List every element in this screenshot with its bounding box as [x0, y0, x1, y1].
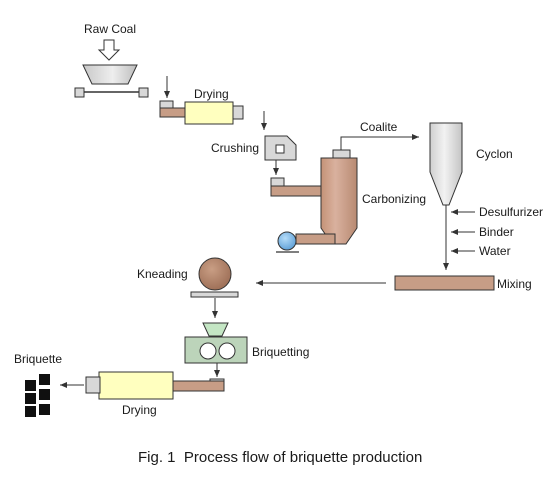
carbonizer-top-cap — [332, 149, 351, 159]
mixing-unit: Mixing — [256, 275, 532, 291]
coalite-label: Coalite — [360, 120, 398, 134]
drying-top-outlet — [232, 105, 244, 120]
drying-unit-top: Drying — [159, 76, 244, 125]
cyclone-body — [429, 122, 463, 206]
carbonizer-feed-pipe — [270, 185, 323, 197]
pump-icon — [277, 231, 297, 251]
briquetting-label: Briquetting — [252, 345, 309, 359]
coalite-line: Coalite — [340, 120, 419, 150]
carbonizing-unit: Carbonizing — [270, 149, 426, 253]
figure-caption: Fig. 1 Process flow of briquette product… — [138, 449, 422, 466]
kneader-base — [190, 291, 239, 298]
drying-bottom-outlet — [85, 376, 101, 394]
desulfurizer-label: Desulfurizer — [479, 205, 543, 219]
briquetter-roll-right — [218, 342, 236, 360]
drying-unit-bottom: Drying — [60, 371, 225, 417]
briquette-product: Briquette — [14, 352, 62, 417]
drying-top-drum — [184, 101, 234, 125]
briquetting-unit: Briquetting — [184, 322, 309, 377]
cyclone-unit: Cyclon — [429, 122, 513, 270]
carbonizing-label: Carbonizing — [362, 192, 426, 206]
kneader-drum — [198, 257, 232, 291]
drying-top-label: Drying — [194, 87, 229, 101]
carbonizer-bottom-pipe — [295, 233, 336, 245]
carbonizer-column — [320, 157, 358, 245]
drying-top-feed-pipe — [159, 107, 187, 118]
mixing-label: Mixing — [497, 277, 532, 291]
briquette-label: Briquette — [14, 352, 62, 366]
drying-bottom-drum — [98, 371, 174, 400]
raw-coal-down-arrow-icon — [97, 39, 121, 61]
mixing-trough — [394, 275, 495, 291]
additives: Desulfurizer Binder Water — [451, 205, 543, 258]
coalite-arrow — [340, 134, 419, 150]
briquetter-hopper — [202, 322, 229, 337]
kneading-label: Kneading — [137, 267, 188, 281]
water-label: Water — [479, 244, 511, 258]
raw-coal-label: Raw Coal — [84, 22, 136, 36]
drying-bottom-label: Drying — [122, 403, 157, 417]
raw-coal-feed: Raw Coal — [74, 22, 149, 98]
drying-bottom-feed-pipe — [171, 380, 225, 392]
crushing-label: Crushing — [211, 141, 259, 155]
binder-label: Binder — [479, 225, 514, 239]
briquette-pile-icon — [25, 374, 50, 417]
kneading-unit: Kneading — [137, 257, 239, 318]
crushing-unit: Crushing — [211, 111, 297, 175]
briquetter-roll-left — [199, 342, 217, 360]
cyclon-label: Cyclon — [476, 147, 513, 161]
conveyor-roller-left — [74, 87, 85, 98]
conveyor-roller-right — [138, 87, 149, 98]
crusher-window — [275, 144, 285, 154]
carbonizer-feed-inlet — [270, 177, 285, 187]
drying-top-inlet — [159, 100, 174, 109]
raw-coal-hopper — [82, 64, 138, 85]
